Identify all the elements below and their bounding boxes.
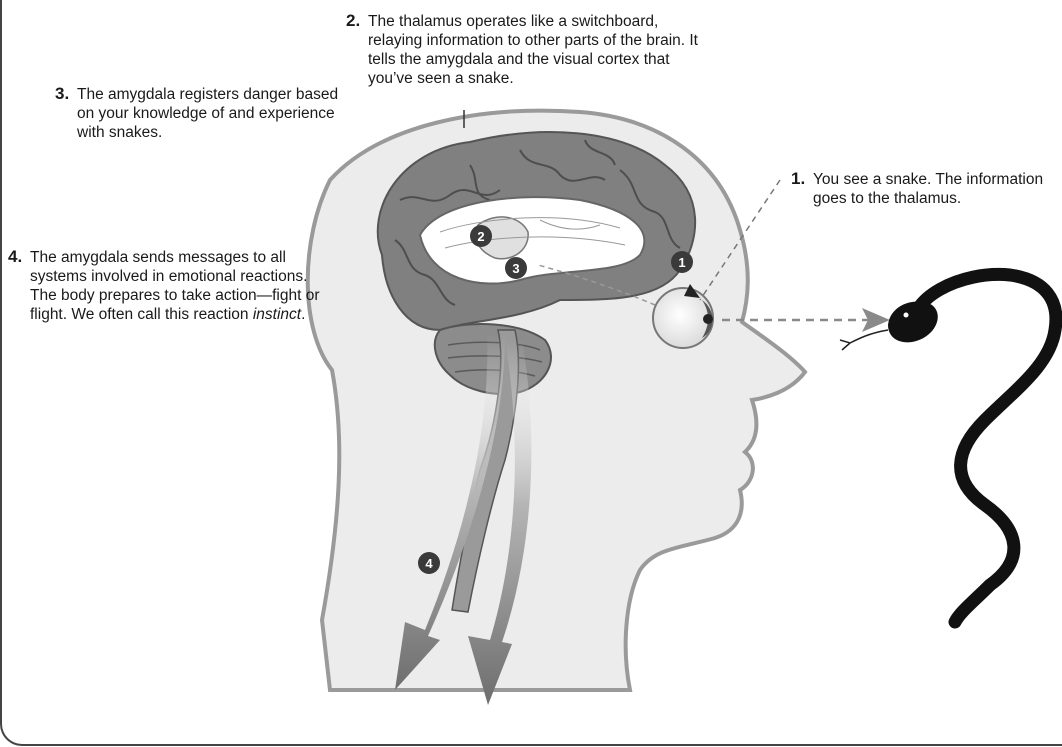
snake-body bbox=[914, 274, 1056, 622]
step-4-callout: 4. The amygdala sends messages to all sy… bbox=[30, 248, 325, 324]
step-4-number: 4. bbox=[8, 247, 22, 266]
badge-4: 4 bbox=[418, 552, 440, 574]
pupil bbox=[703, 314, 713, 324]
step-3-callout: 3. The amygdala registers danger based o… bbox=[77, 85, 339, 142]
badge-4-label: 4 bbox=[425, 556, 433, 571]
badge-2: 2 bbox=[470, 225, 492, 247]
step-1-text: You see a snake. The information goes to… bbox=[813, 170, 1058, 208]
snake-head bbox=[888, 302, 938, 343]
step-4-text-end: . bbox=[301, 306, 305, 323]
step-2-number: 2. bbox=[346, 11, 360, 30]
step-2-callout: 2. The thalamus operates like a switchbo… bbox=[368, 12, 698, 88]
snake-tongue bbox=[840, 330, 888, 350]
badge-1-label: 1 bbox=[678, 255, 685, 270]
step-1-callout: 1. You see a snake. The information goes… bbox=[813, 170, 1058, 208]
step-2-text: The thalamus operates like a switchboard… bbox=[368, 12, 698, 88]
step-4-text-emphasis: instinct bbox=[253, 306, 301, 323]
badge-1: 1 bbox=[671, 251, 693, 273]
badge-2-label: 2 bbox=[477, 229, 484, 244]
step-3-number: 3. bbox=[55, 84, 69, 103]
step-1-number: 1. bbox=[791, 169, 805, 188]
step-3-text: The amygdala registers danger based on y… bbox=[77, 85, 339, 142]
badge-3: 3 bbox=[505, 257, 527, 279]
snake-eye bbox=[904, 313, 909, 318]
step-4-text: The amygdala sends messages to all syste… bbox=[30, 248, 325, 324]
badge-3-label: 3 bbox=[512, 261, 519, 276]
